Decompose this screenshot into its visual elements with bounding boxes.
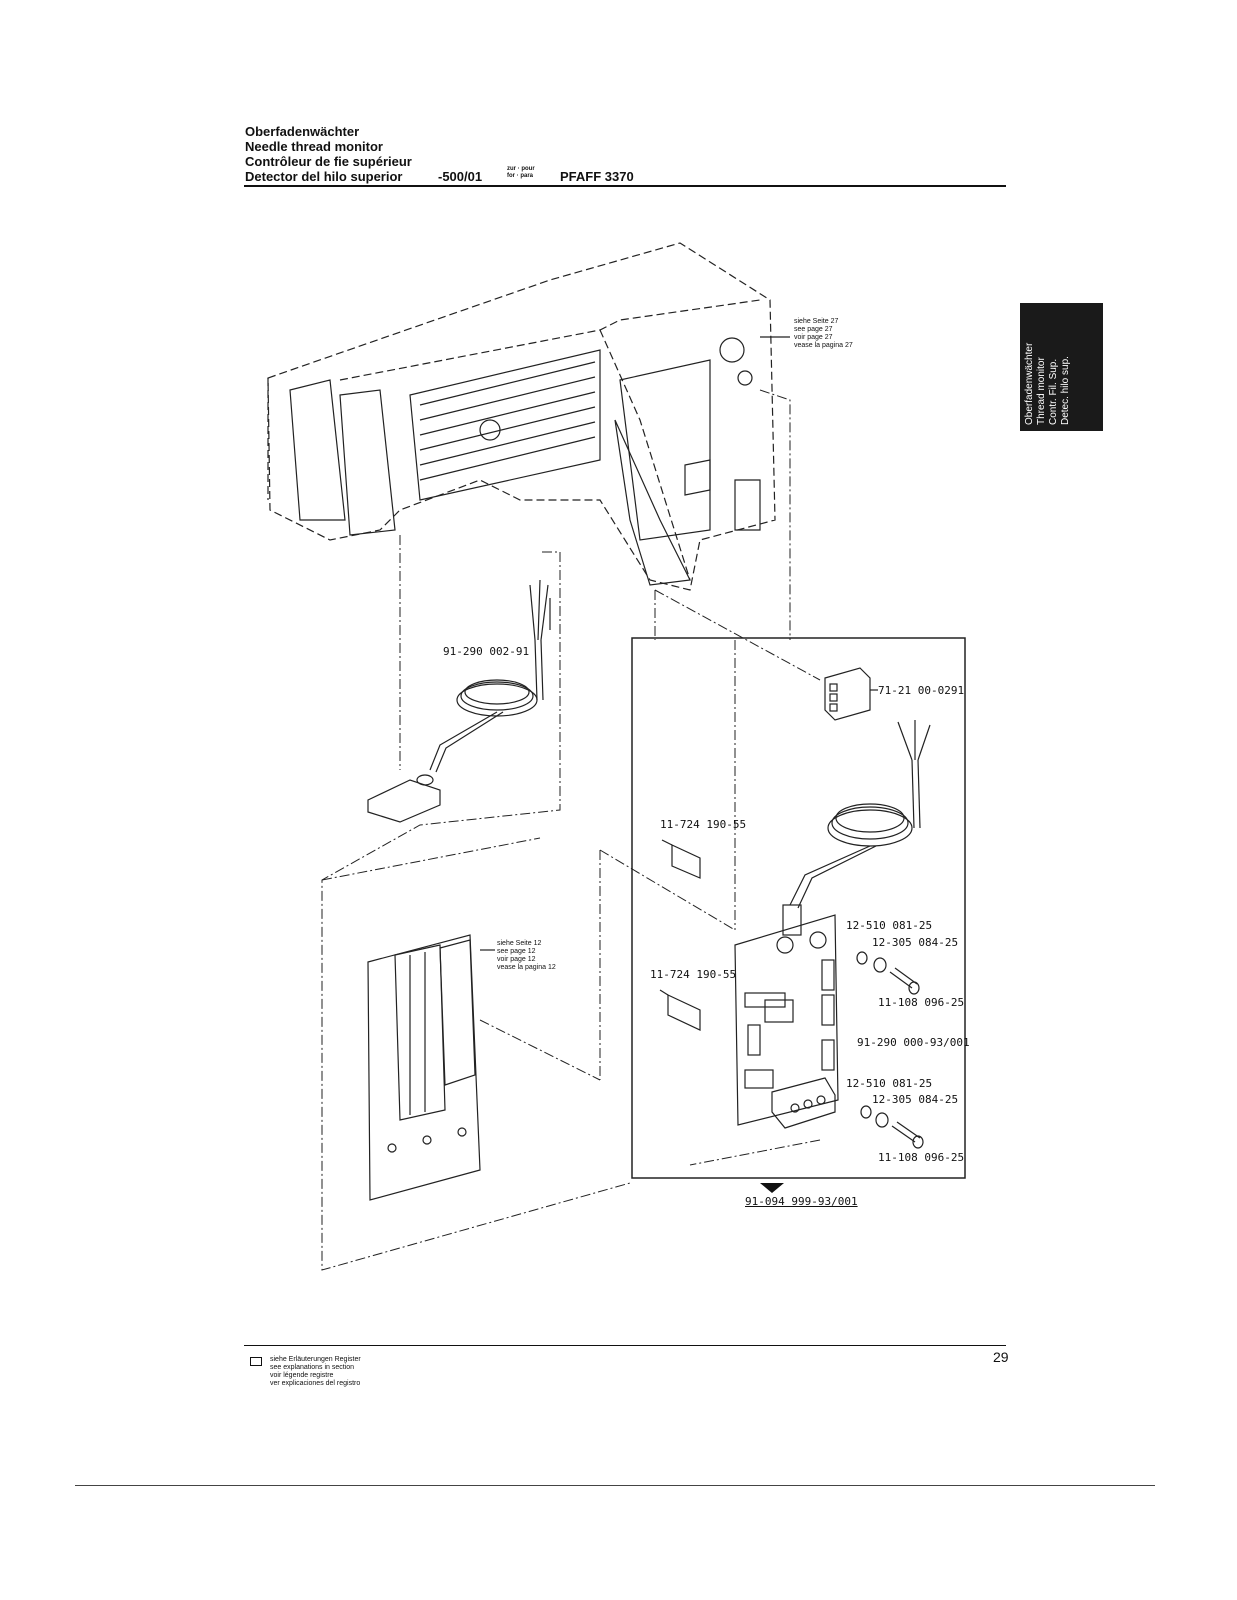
part-label-washer-b2: 12-305 084-25 bbox=[872, 1093, 959, 1106]
part-label-screw-1: 11-108 096-25 bbox=[878, 996, 965, 1009]
control-board-drawing bbox=[734, 914, 839, 1129]
part-label-spacer-upper: 11-724 190-55 bbox=[660, 818, 747, 831]
assembly-lines bbox=[321, 389, 821, 1271]
legend-line-de: siehe Erläuterungen Register bbox=[270, 1356, 361, 1363]
legend-box-icon bbox=[250, 1357, 262, 1366]
board-cable-drawing bbox=[782, 720, 931, 936]
page-number: 29 bbox=[993, 1349, 1009, 1365]
for-label: zur · pour for · para bbox=[507, 166, 535, 180]
note-page27-line4: vease la pagina 27 bbox=[794, 342, 853, 349]
part-label-screw-2: 11-108 096-25 bbox=[878, 1151, 965, 1164]
kit-arrow-icon bbox=[760, 1183, 784, 1193]
part-label-connector: 71-21 00-0291 bbox=[878, 684, 965, 697]
machine-arm-detail bbox=[289, 337, 761, 586]
title-spanish: Detector del hilo superior bbox=[245, 169, 403, 184]
part-label-washer-a1: 12-510 081-25 bbox=[846, 919, 933, 932]
part-label-washer-a2: 12-510 081-25 bbox=[846, 1077, 933, 1090]
for-label-bottom: for · para bbox=[507, 173, 534, 179]
terminal-board-drawing bbox=[367, 934, 495, 1201]
part-label-spacer-lower: 11-724 190-55 bbox=[650, 968, 737, 981]
note-page12: siehe Seite 12 see page 12 voir page 12 … bbox=[497, 940, 556, 972]
scan-edge-line bbox=[75, 1485, 1155, 1486]
header-rule bbox=[244, 185, 1006, 187]
note-page27: siehe Seite 27 see page 27 voir page 27 … bbox=[794, 318, 853, 350]
title-english: Needle thread monitor bbox=[245, 139, 383, 154]
legend-line-en: see explanations in section bbox=[270, 1364, 355, 1371]
machine-arm-drawing bbox=[267, 242, 776, 591]
part-label-board: 91-290 000-93/001 bbox=[857, 1036, 970, 1049]
note-page12-line3: voir page 12 bbox=[497, 956, 536, 963]
note-page12-line2: see page 12 bbox=[497, 948, 536, 955]
sensor-cable-drawing bbox=[367, 579, 551, 823]
footer-legend: siehe Erläuterungen Register see explana… bbox=[270, 1356, 361, 1388]
note-page12-line4: vease la pagina 12 bbox=[497, 964, 556, 971]
model-name: PFAFF 3370 bbox=[560, 169, 634, 184]
note-page27-line3: voir page 27 bbox=[794, 334, 833, 341]
part-label-kit: 91-094 999-93/001 bbox=[745, 1195, 858, 1208]
fastener-set-2-drawing bbox=[860, 1105, 924, 1149]
spacer-upper-drawing bbox=[661, 839, 701, 879]
note-page12-line1: siehe Seite 12 bbox=[497, 940, 542, 947]
part-label-washer-b1: 12-305 084-25 bbox=[872, 936, 959, 949]
section-tab: Oberfadenwächter Thread monitor Contr. F… bbox=[1020, 303, 1103, 431]
title-french: Contrôleur de fie supérieur bbox=[245, 154, 412, 169]
spacer-lower-drawing bbox=[659, 989, 701, 1031]
part-label-sensor-cable: 91-290 002-91 bbox=[443, 645, 530, 658]
for-label-top: zur · pour bbox=[507, 166, 535, 172]
note-page27-line1: siehe Seite 27 bbox=[794, 318, 839, 325]
fastener-set-1-drawing bbox=[856, 951, 920, 995]
footer-rule bbox=[244, 1345, 1006, 1346]
legend-line-es: ver explicaciones del registro bbox=[270, 1380, 361, 1387]
model-code: -500/01 bbox=[438, 169, 483, 184]
note-page27-line2: see page 27 bbox=[794, 326, 833, 333]
title-german: Oberfadenwächter bbox=[245, 124, 360, 139]
legend-line-fr: voir légende registre bbox=[270, 1372, 334, 1379]
kit-frame bbox=[631, 637, 966, 1179]
connector-drawing bbox=[824, 667, 878, 721]
